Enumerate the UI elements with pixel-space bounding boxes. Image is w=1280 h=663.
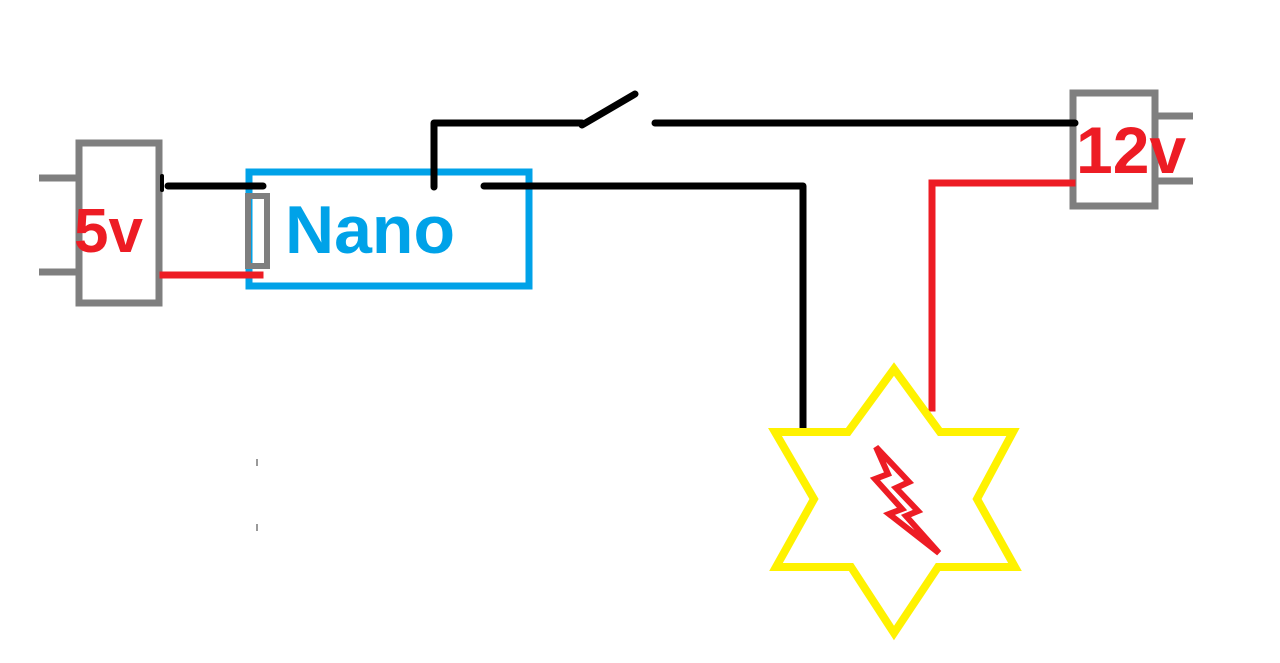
- red-wires: [159, 179, 1076, 412]
- switch-icon: [578, 90, 639, 129]
- lightning-bolt-icon: [869, 444, 942, 556]
- battery-5v-label: 5v: [74, 197, 143, 266]
- wire-nano-to-load: [480, 182, 807, 434]
- nano-controller: Nano: [245, 168, 533, 290]
- load-star: [768, 362, 1022, 641]
- wire-12v-to-load: [928, 179, 1076, 412]
- battery-12v-label: 12v: [1076, 113, 1186, 187]
- battery-12v: 12v: [1069, 89, 1193, 210]
- nano-label: Nano: [285, 192, 455, 268]
- star-bolt-icon: [768, 362, 1022, 641]
- wire-nano-to-switch: [430, 119, 586, 191]
- black-wires: [160, 90, 1079, 434]
- battery-5v: 5v: [39, 139, 163, 307]
